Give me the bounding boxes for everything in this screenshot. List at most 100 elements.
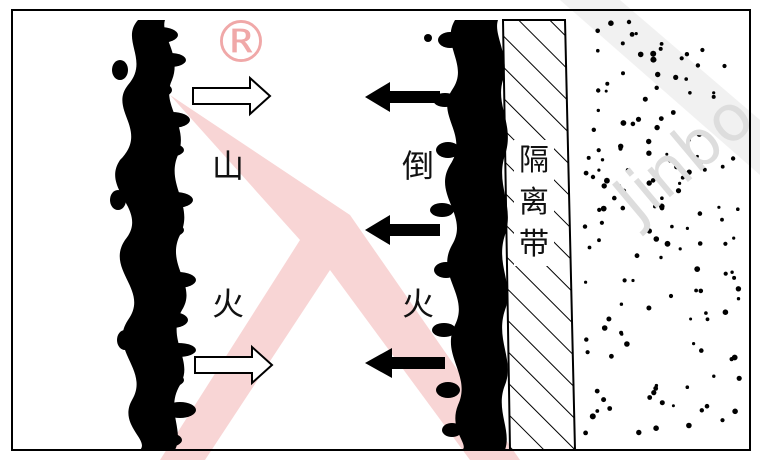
unburned-dot (620, 41, 625, 46)
unburned-dot (650, 178, 656, 183)
unburned-dot (653, 204, 657, 209)
unburned-dot (735, 286, 742, 292)
unburned-dot (671, 404, 675, 408)
unburned-dot (700, 47, 705, 53)
unburned-dot (646, 180, 652, 186)
unburned-dot (601, 183, 607, 189)
unburned-dot (601, 325, 608, 331)
unburned-dot (604, 89, 608, 93)
unburned-dot (685, 385, 690, 390)
unburned-dot (670, 110, 676, 115)
unburned-dot (668, 293, 674, 299)
unburned-dot (688, 91, 692, 95)
unburned-dot (585, 350, 590, 355)
unburned-dot (696, 131, 703, 137)
unburned-dot (673, 74, 679, 80)
unburned-dot (646, 305, 652, 311)
unburned-dot (642, 96, 648, 102)
unburned-dot (584, 280, 588, 284)
unburned-dot (650, 50, 657, 57)
unburned-dot (660, 196, 664, 200)
mountain-fire-label-bottom: 火 (212, 285, 245, 323)
unburned-dot (658, 46, 663, 51)
unburned-dot (582, 224, 588, 229)
unburned-area-dots (582, 19, 742, 436)
unburned-dot (732, 408, 738, 415)
unburned-dot (670, 224, 674, 229)
unburned-dot (596, 108, 600, 113)
unburned-dot (635, 116, 642, 122)
unburned-dot (736, 375, 742, 381)
unburned-dot (702, 167, 707, 172)
unburned-dot (587, 245, 592, 250)
unburned-dot (636, 429, 642, 436)
unburned-dot (646, 138, 652, 145)
unburned-dot (651, 390, 657, 396)
unburned-dot (591, 127, 596, 132)
unburned-dot (622, 278, 627, 283)
unburned-dot (712, 374, 716, 378)
unburned-dot (722, 63, 727, 69)
unburned-dot (722, 309, 729, 316)
unburned-dot (584, 337, 589, 342)
unburned-dot (634, 31, 638, 36)
unburned-dot (597, 168, 601, 172)
unburned-dot (711, 94, 716, 99)
unburned-dot (596, 48, 600, 53)
mountain-fire-arrow-top (192, 75, 272, 117)
unburned-dot (619, 330, 624, 335)
unburned-dot (705, 317, 710, 322)
unburned-dot (589, 413, 596, 420)
unburned-dot (694, 266, 701, 272)
unburned-dot (620, 205, 626, 211)
backfire-label-top: 倒 (402, 147, 435, 185)
unburned-dot (698, 288, 704, 294)
unburned-dot (717, 205, 721, 209)
unburned-dot (637, 51, 644, 58)
unburned-dot (597, 207, 602, 212)
unburned-dot (686, 422, 692, 429)
unburned-dot (618, 184, 622, 188)
unburned-dot (704, 403, 710, 409)
unburned-dot (659, 42, 664, 46)
unburned-dot (619, 302, 624, 306)
unburned-dot (596, 148, 601, 153)
unburned-dot (680, 175, 685, 180)
unburned-dot (594, 388, 600, 394)
unburned-dot (626, 19, 632, 25)
unburned-dot (694, 288, 698, 293)
firebreak-char-1: 隔 (519, 143, 549, 178)
unburned-dot (720, 164, 725, 169)
unburned-dot (674, 164, 679, 170)
backfire-arrow-middle (365, 215, 440, 245)
unburned-dot (685, 226, 690, 230)
diagram-frame (11, 9, 751, 451)
unburned-dot (631, 278, 635, 283)
unburned-dot (730, 156, 736, 161)
firebreak-label: 隔 离 带 (514, 140, 554, 266)
unburned-dot (583, 430, 588, 436)
unburned-dot (655, 71, 661, 78)
unburned-dot (696, 161, 703, 167)
unburned-dot (723, 241, 728, 246)
unburned-dot (653, 236, 660, 242)
unburned-dot (695, 63, 701, 68)
unburned-dot (608, 20, 614, 27)
unburned-dot (731, 354, 738, 361)
unburned-dot (609, 353, 614, 359)
backfire-label-bottom: 火 (402, 285, 435, 323)
unburned-dot (699, 348, 704, 353)
unburned-dot (654, 85, 659, 91)
unburned-dot (620, 120, 627, 126)
unburned-dot (723, 271, 728, 276)
unburned-dot (621, 71, 625, 76)
unburned-dot (664, 240, 671, 247)
unburned-dot (634, 253, 640, 259)
unburned-dot (732, 236, 736, 240)
unburned-dot (605, 81, 610, 86)
unburned-dot (618, 146, 623, 151)
unburned-dot (689, 317, 693, 321)
backfire-arrow-top (365, 82, 440, 112)
